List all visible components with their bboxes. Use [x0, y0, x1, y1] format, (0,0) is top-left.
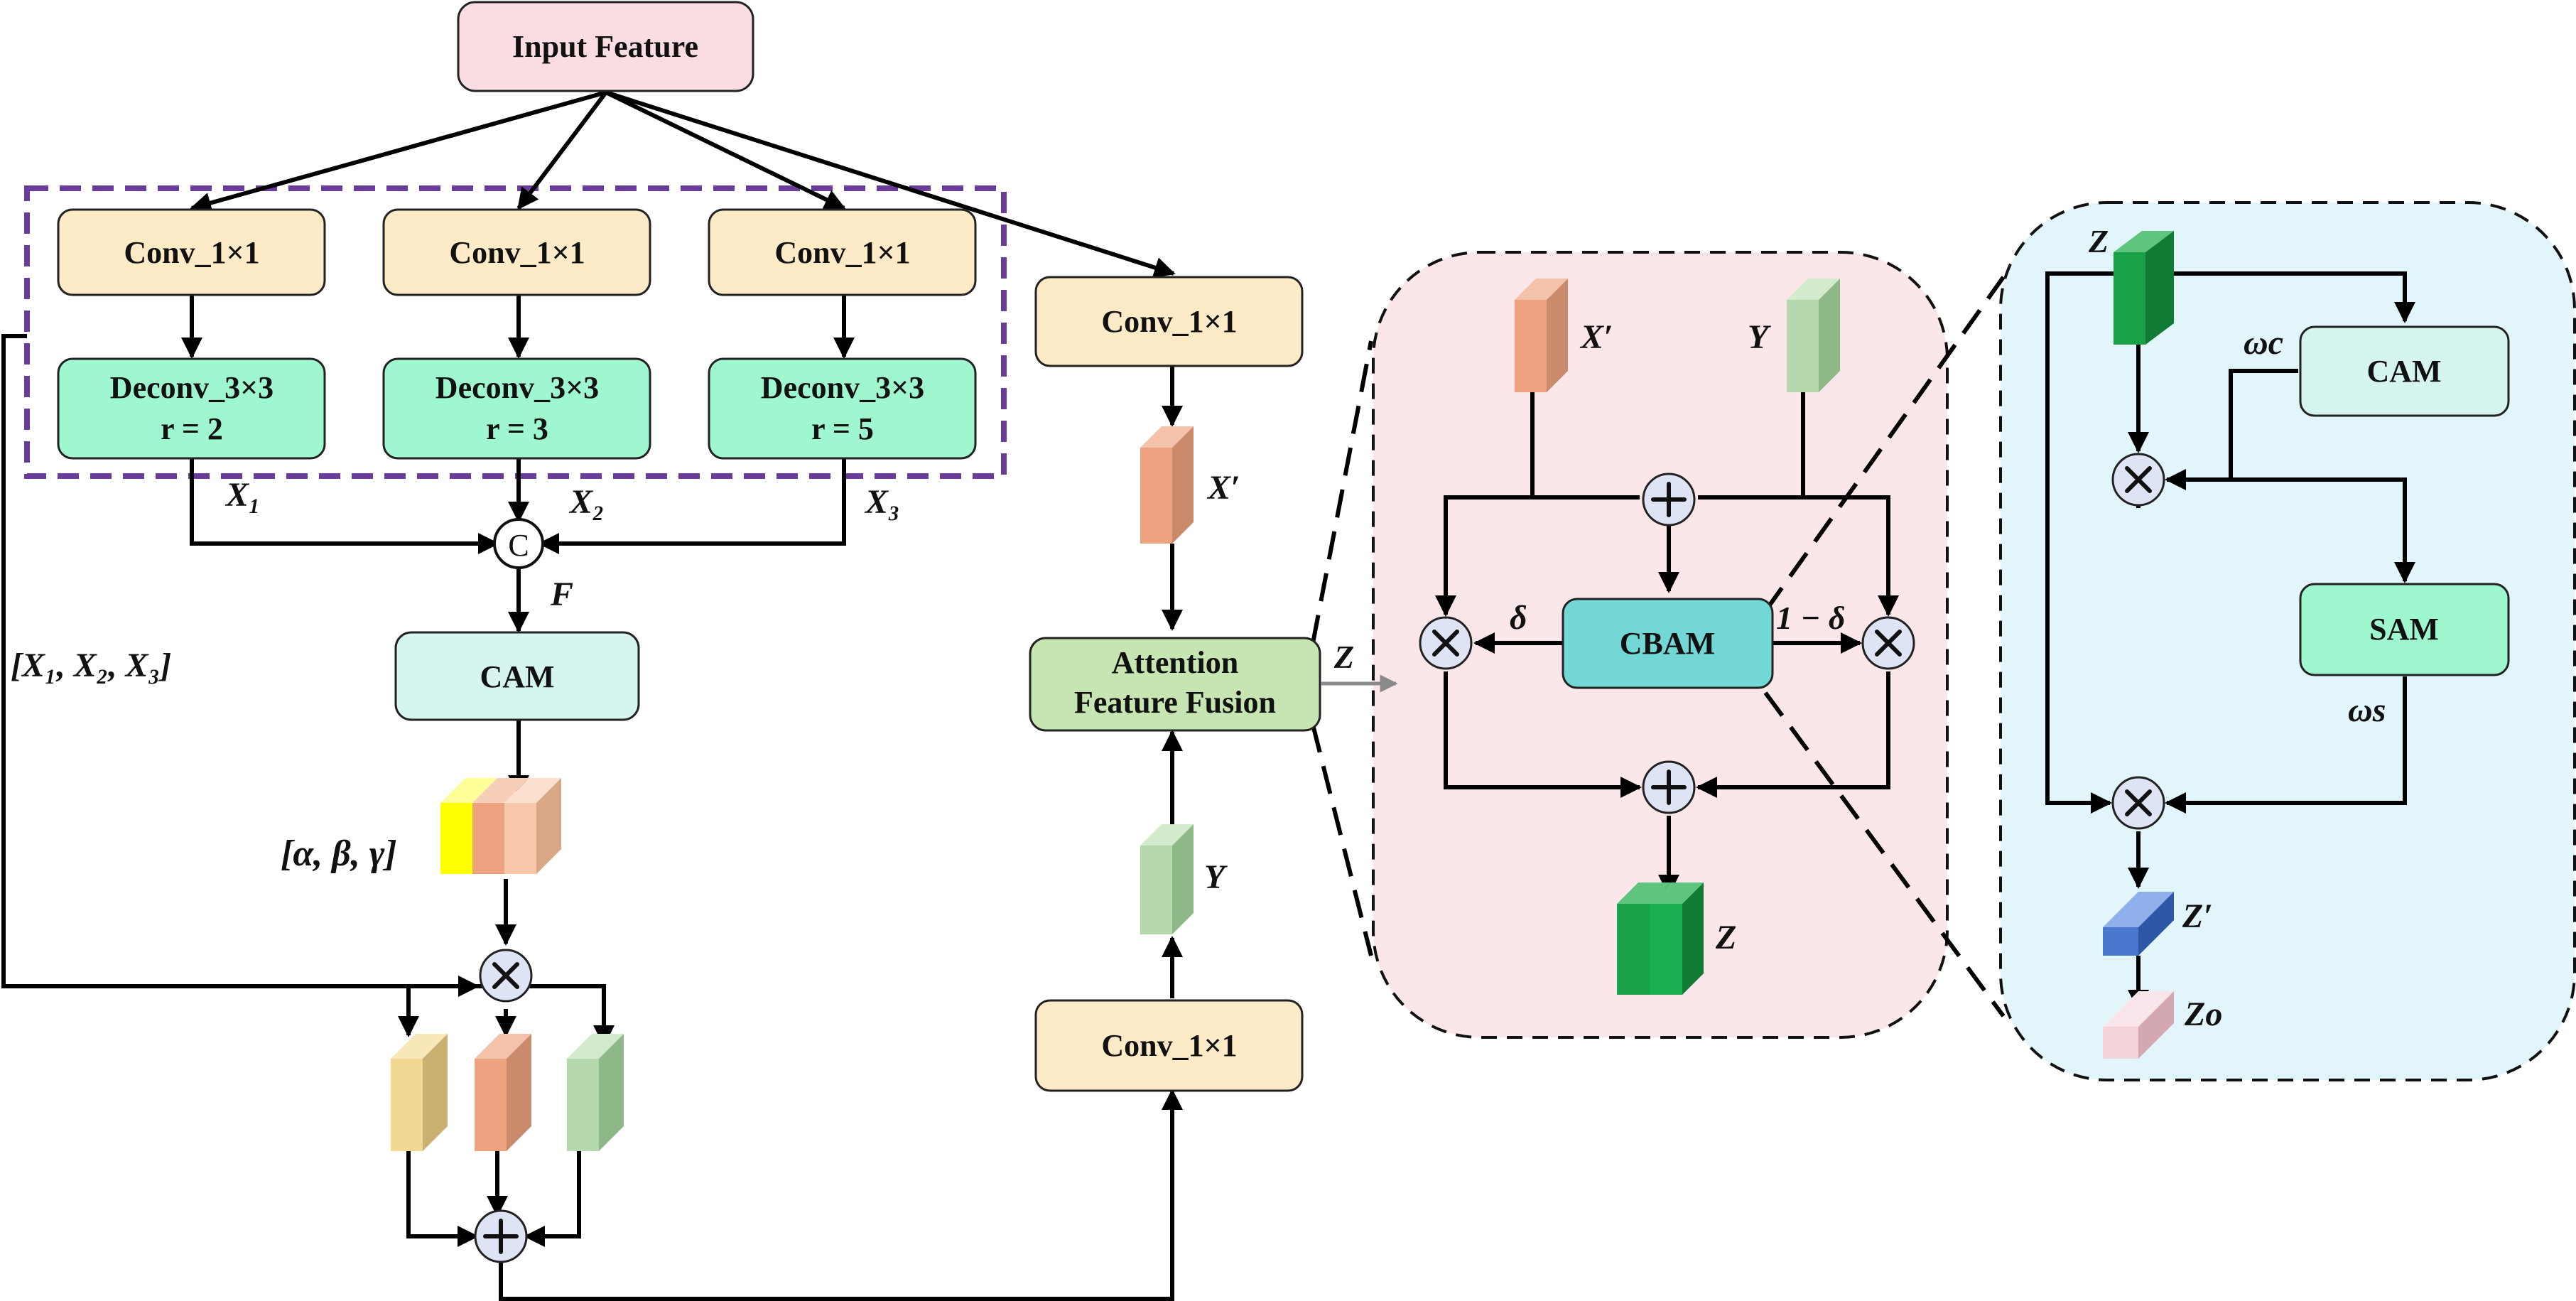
feature-z-pink [1617, 882, 1704, 995]
label-alpha-beta-gamma: [α, β, γ] [281, 833, 397, 874]
attention-feature-fusion-box: Attention Feature Fusion [1029, 637, 1321, 732]
add-op-pink-bottom [1642, 760, 1696, 814]
conv-box-3: Conv_1×1 [708, 208, 977, 296]
deconv-label-3a: Deconv_3×3 [761, 370, 924, 405]
conv-label-1: Conv_1×1 [124, 235, 259, 270]
deconv-label-1a: Deconv_3×3 [110, 370, 274, 405]
label-z-blue: Z [2088, 223, 2109, 259]
add-op-pink-top [1642, 473, 1696, 527]
feature-x1-weighted [391, 1034, 448, 1151]
label-x3: X₃ [864, 483, 900, 521]
cam-box-2: CAM [2299, 325, 2510, 417]
cam-box-1: CAM [394, 631, 640, 721]
label-omega-s: ωs [2348, 691, 2386, 729]
label-z-aff: Z [1333, 639, 1354, 675]
conv-box-2: Conv_1×1 [382, 208, 651, 296]
multiply-op-pink-left [1419, 616, 1473, 670]
weights-alpha-beta-gamma [440, 778, 561, 874]
label-xprime-pink: X′ [1579, 318, 1613, 356]
conv-label-2: Conv_1×1 [449, 235, 585, 270]
label-xprime-mid: X′ [1206, 469, 1240, 507]
multi-scale-dashed-group [24, 185, 1007, 479]
feature-xprime-mid [1140, 426, 1194, 544]
feature-xprime-pink [1515, 279, 1568, 392]
label-zo: Zo [2184, 995, 2222, 1033]
conv-label-4: Conv_1×1 [1101, 304, 1237, 339]
sam-label: SAM [2369, 612, 2439, 647]
sam-box: SAM [2299, 583, 2510, 676]
feature-x2-weighted [475, 1034, 531, 1151]
label-x-list: [X₁, X₂, X₃] [11, 647, 171, 684]
label-z-pink: Z [1715, 919, 1736, 956]
cam-label-1: CAM [480, 659, 554, 694]
feature-zprime [2103, 892, 2174, 956]
multiply-op-left [479, 949, 533, 1003]
multiply-op-blue-top [2111, 453, 2165, 507]
conv-label-5: Conv_1×1 [1101, 1028, 1237, 1063]
aff-label-b: Feature Fusion [1074, 685, 1276, 720]
deconv-box-1: Deconv_3×3 r = 2 [57, 357, 326, 460]
label-f: F [550, 576, 573, 613]
label-one-minus-delta: 1 − δ [1776, 600, 1845, 636]
conv-box-4: Conv_1×1 [1034, 276, 1304, 367]
add-op-left [474, 1209, 528, 1263]
label-zprime: Z′ [2182, 897, 2213, 935]
label-y-pink: Y [1748, 318, 1771, 356]
input-feature-label: Input Feature [512, 29, 698, 64]
aff-label-a: Attention [1112, 645, 1238, 680]
input-feature-box: Input Feature [457, 1, 754, 92]
feature-y-mid [1140, 824, 1194, 934]
conv-box-5: Conv_1×1 [1034, 999, 1304, 1092]
label-omega-c: ωc [2244, 324, 2283, 362]
conv-label-3: Conv_1×1 [774, 235, 910, 270]
deconv-box-2: Deconv_3×3 r = 3 [382, 357, 651, 460]
cbam-box: CBAM [1562, 598, 1774, 689]
left-connections [1, 90, 1398, 1301]
blue-zoom-panel [1999, 201, 2576, 1081]
label-y-mid: Y [1204, 858, 1228, 896]
concat-node: C [493, 518, 544, 569]
cbam-label: CBAM [1620, 626, 1715, 661]
label-x1: X₁ [224, 476, 261, 514]
cam-label-2: CAM [2366, 354, 2441, 389]
feature-z-blue [2114, 231, 2174, 345]
deconv-label-3b: r = 5 [811, 411, 874, 446]
label-delta: δ [1510, 599, 1527, 637]
blue-connections [2045, 271, 2415, 1011]
label-x2: X₂ [568, 483, 605, 521]
feature-zo [2103, 991, 2174, 1059]
conv-box-1: Conv_1×1 [57, 208, 326, 296]
concat-label: C [508, 528, 529, 563]
feature-y-pink [1787, 279, 1840, 392]
feature-x3-weighted [567, 1034, 624, 1151]
zoom-lines [1311, 276, 2006, 1017]
multiply-op-pink-right [1861, 616, 1915, 670]
multiply-op-blue-bottom [2111, 776, 2165, 830]
pink-connections [1435, 391, 1899, 896]
deconv-label-1b: r = 2 [161, 411, 223, 446]
deconv-label-2a: Deconv_3×3 [435, 370, 599, 405]
deconv-label-2b: r = 3 [486, 411, 548, 446]
deconv-box-3: Deconv_3×3 r = 5 [708, 357, 977, 460]
